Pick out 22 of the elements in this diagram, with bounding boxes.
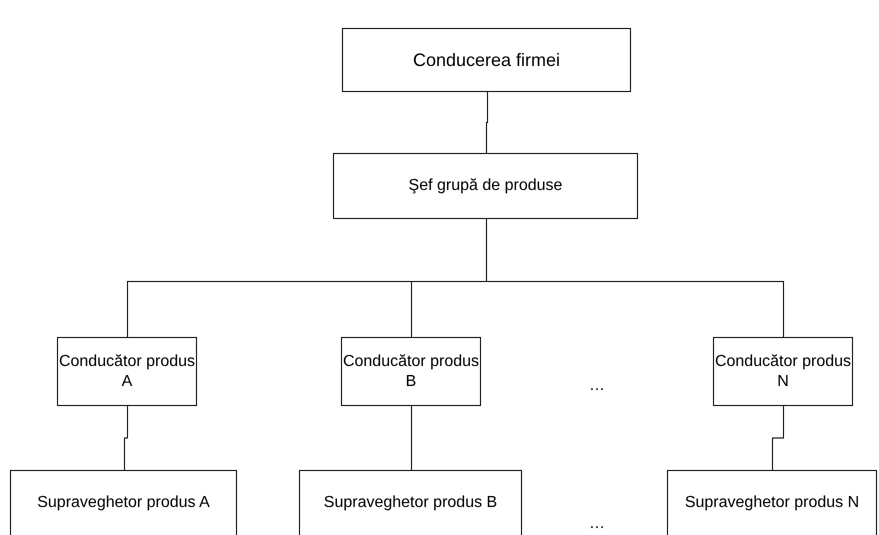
box-label: Supraveghetor produs A <box>37 492 210 512</box>
org-box <box>299 470 522 535</box>
box-label: Supraveghetor produs N <box>684 492 860 512</box>
org-box <box>342 28 631 92</box>
org-box <box>57 337 197 406</box>
connector-line <box>772 406 784 470</box>
org-box <box>341 337 481 406</box>
connector-line <box>124 406 128 470</box>
box-label: Conducerea firmei <box>412 48 560 72</box>
ellipsis-text: … <box>589 515 605 533</box>
box-label: Conducător produs B <box>342 352 480 392</box>
box-label: Conducător produs A <box>58 352 196 392</box>
connector-line <box>486 92 488 154</box>
connector-line <box>411 406 412 470</box>
box-label: Supraveghetor produs B <box>324 492 498 512</box>
org-box <box>713 337 853 406</box>
org-box <box>667 470 877 535</box>
org-box <box>10 470 237 535</box>
ellipsis-text: … <box>589 377 605 395</box>
box-label: Conducător produs N <box>714 352 852 392</box>
box-label: Şef grupă de produse <box>408 176 562 196</box>
org-box <box>333 153 638 219</box>
